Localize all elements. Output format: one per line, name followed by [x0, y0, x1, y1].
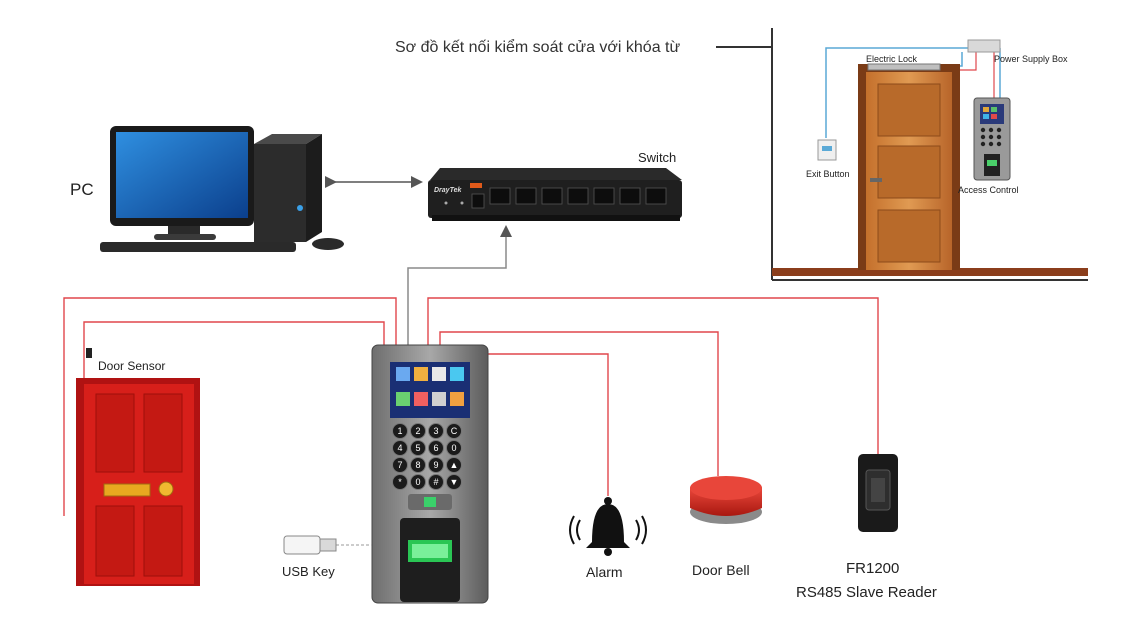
- keypad-key-label: 4: [397, 443, 402, 453]
- reader-desc-label: RS485 Slave Reader: [796, 584, 937, 601]
- pc-keyboard: [100, 242, 296, 252]
- power-supply-box: [967, 39, 1001, 53]
- keypad-key-label: 3: [433, 426, 438, 436]
- keypad-key-label: #: [433, 477, 438, 487]
- pc-computer: PC: [70, 126, 344, 252]
- exit-button-label: Exit Button: [806, 169, 850, 179]
- terminal-keypad: 1 2 3 C 4 5 6 0 7 8 9 ▲ * 0 # ▼: [392, 423, 462, 490]
- switch-brand: DrayTek: [434, 187, 462, 194]
- pc-tower: [254, 144, 306, 242]
- keypad-key-label: *: [398, 477, 402, 487]
- switch-label: Switch: [638, 150, 676, 165]
- door-knob: [158, 481, 174, 497]
- keypad-key: [392, 457, 408, 473]
- diagram-title: Sơ đồ kết nối kiểm soát cửa với khóa từ: [395, 38, 680, 56]
- access-control-terminal: 1 2 3 C 4 5 6 0 7 8 9 ▲ * 0 # ▼: [371, 344, 489, 604]
- pc-mouse: [312, 238, 344, 250]
- door-bell: Door Bell: [690, 476, 762, 578]
- door: Door Sensor: [76, 348, 200, 586]
- usb-key-label: USB Key: [282, 564, 335, 579]
- network-switch: DrayTek Switch: [428, 150, 682, 221]
- keypad-key: [410, 474, 426, 490]
- pc-label: PC: [70, 180, 94, 199]
- keypad-key-label: ▲: [450, 460, 459, 470]
- keypad-key-label: 2: [415, 426, 420, 436]
- keypad-key-label: C: [451, 426, 458, 436]
- alarm-label: Alarm: [586, 564, 623, 580]
- door-mail-slot: [103, 483, 151, 497]
- door-bell-label: Door Bell: [692, 562, 750, 578]
- inset-door-lock-diagram: Power Supply Box Electric Lock Exit Butt…: [771, 28, 1088, 281]
- reader-model-label: FR1200: [846, 560, 899, 577]
- keypad-key-label: 5: [415, 443, 420, 453]
- door-sensor-label: Door Sensor: [98, 359, 165, 373]
- keypad-key: [446, 457, 462, 473]
- keypad-key: [446, 423, 462, 439]
- keypad-key-label: 0: [451, 443, 456, 453]
- keypad-key-label: 7: [397, 460, 402, 470]
- keypad-key: [428, 474, 444, 490]
- keypad-key: [410, 457, 426, 473]
- keypad-key: [446, 440, 462, 456]
- keypad-key: [392, 474, 408, 490]
- keypad-key: [410, 423, 426, 439]
- usb-key: USB Key: [282, 535, 372, 579]
- keypad-key-label: ▼: [450, 477, 459, 487]
- keypad-key: [410, 440, 426, 456]
- keypad-key-label: 1: [397, 426, 402, 436]
- power-supply-box-label: Power Supply Box: [994, 54, 1068, 64]
- slave-reader: FR1200 RS485 Slave Reader: [796, 454, 937, 601]
- keypad-key: [428, 457, 444, 473]
- keypad-key-label: 9: [433, 460, 438, 470]
- keypad-key-label: 6: [433, 443, 438, 453]
- keypad-key: [428, 423, 444, 439]
- keypad-key-label: 8: [415, 460, 420, 470]
- keypad-key: [392, 423, 408, 439]
- alarm: Alarm: [569, 497, 647, 580]
- door-sensor: [86, 348, 92, 358]
- electric-lock-label: Electric Lock: [866, 54, 918, 64]
- keypad-key: [392, 440, 408, 456]
- keypad-key: [428, 440, 444, 456]
- red-wiring: [63, 297, 879, 516]
- access-control-label: Access Control: [958, 185, 1019, 195]
- keypad-key-label: 0: [415, 477, 420, 487]
- keypad-key: [446, 474, 462, 490]
- electric-lock: [867, 63, 941, 71]
- switch-device-connection: [407, 225, 512, 345]
